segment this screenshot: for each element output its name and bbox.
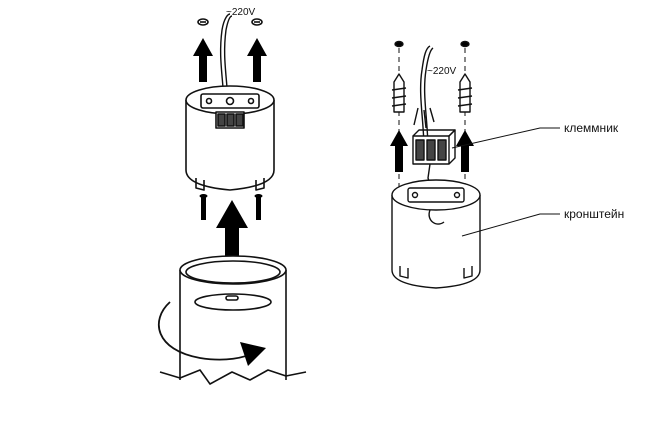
leader-bracket [461,213,560,237]
dowel-left-icon [391,73,407,113]
right-up-arrow-left-icon [390,130,408,172]
bracket-right [391,179,481,289]
rotation-arrowhead-icon [240,342,266,366]
voltage-label-right: ~220V [427,66,457,77]
top-screw-left-icon [394,40,404,48]
screw-left-icon [199,194,208,220]
big-up-arrow-icon [216,200,248,282]
up-arrow-left-icon [193,38,213,82]
voltage-label-left: ~220V [226,7,256,18]
ceiling-screw-right-icon [251,18,263,26]
mount-bracket-left [185,85,275,191]
up-arrow-right-icon [247,38,267,82]
right-assembly [390,40,560,289]
lamp-body-left [159,255,307,385]
bracket-label: кронштейн [564,207,624,221]
supply-wire-right [419,45,431,151]
screw-right-icon [254,194,263,220]
rotation-arrow [157,301,256,361]
leader-terminal [451,127,560,149]
terminal-block [412,129,456,165]
dowel-right-icon [457,73,473,113]
top-screw-right-icon [460,40,470,48]
left-assembly [157,13,307,385]
ceiling-screw-left-icon [197,18,209,26]
terminal-block-label: клеммник [564,121,619,135]
right-up-arrow-right-icon [456,130,474,172]
